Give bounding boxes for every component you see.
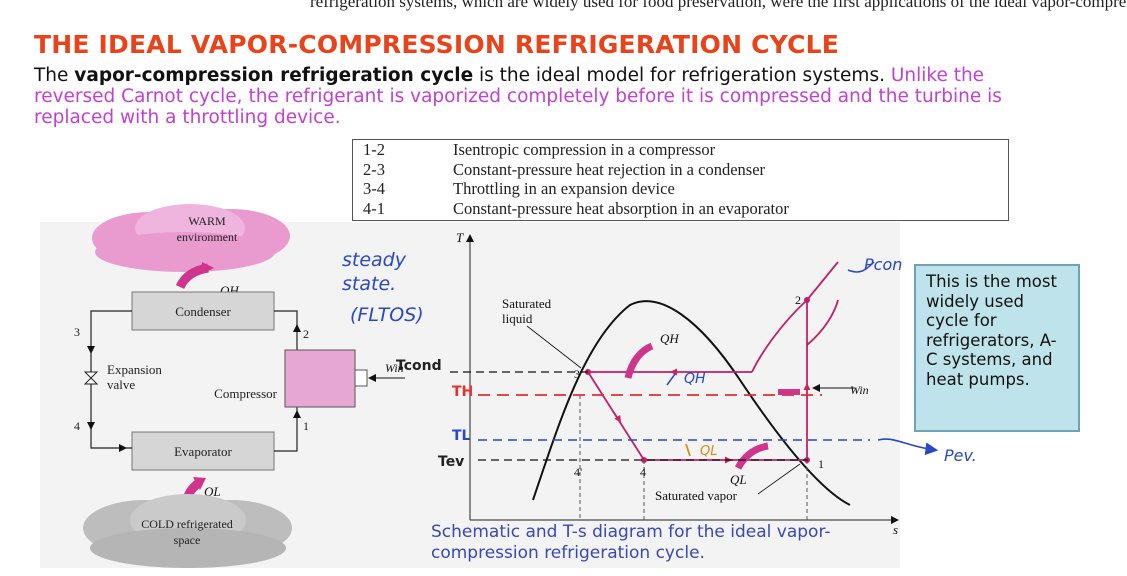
ql-arrowhead	[193, 477, 206, 490]
evaporator-label: Evaporator	[174, 444, 232, 459]
ts-ql-label: QL	[730, 472, 747, 487]
intro-paragraph: The vapor-compression refrigeration cycl…	[34, 65, 1034, 128]
condenser-label: Condenser	[175, 304, 231, 319]
hw-qh-tick	[666, 373, 676, 386]
warm-cloud	[92, 204, 290, 272]
ts-qh-arrow	[624, 342, 654, 379]
hw-steady-1: steady	[342, 249, 407, 271]
hw-ql-tick	[685, 443, 691, 457]
warm-label-2: environment	[177, 230, 238, 244]
process-id: 4-1	[363, 198, 385, 218]
process-desc: Constant-pressure heat rejection in a co…	[453, 159, 766, 179]
hw-pev: Pev.	[944, 446, 977, 465]
ts-point-2: 2	[795, 293, 801, 307]
hw-steady-2: state.	[342, 273, 396, 295]
process-desc: Throttling in an expansion device	[453, 179, 675, 198]
compressor-box	[284, 349, 356, 408]
compressor-shaft	[354, 369, 368, 387]
process-row: 4-1 Constant-pressure heat absorption in …	[353, 199, 1008, 219]
hw-pev-arrow	[877, 438, 939, 456]
s-axis-label: s	[893, 522, 898, 537]
hw-th: TH	[452, 384, 473, 400]
ts-win-label: Win	[850, 383, 869, 397]
cold-cloud	[83, 494, 292, 568]
top-caption: refrigeration systems, which are widely …	[310, 0, 1127, 11]
figure-caption: Schematic and T-s diagram for the ideal …	[431, 522, 831, 563]
process-row: 3-4 Throttling in an expansion device	[353, 179, 1008, 199]
slide-title: THE IDEAL VAPOR-COMPRESSION REFRIGERATIO…	[34, 30, 840, 59]
sat-liquid-label-2: liquid	[502, 311, 533, 326]
ts-point-1: 1	[818, 457, 824, 471]
hw-pcon-tilde	[847, 261, 875, 273]
sat-vapor-label: Saturated vapor	[655, 488, 738, 503]
qh-arrowhead	[202, 262, 214, 274]
expansion-label-1: Expansion	[107, 362, 162, 377]
compressor-label: Compressor	[214, 386, 278, 401]
ts-point-3: 3	[574, 367, 580, 381]
expansion-valve-icon	[83, 371, 99, 385]
sat-liquid-label-1: Saturated	[502, 296, 552, 311]
cycle-path	[587, 261, 839, 461]
info-callout: This is the most widely used cycle for r…	[914, 264, 1080, 432]
hw-ql: QL	[700, 444, 717, 459]
process-desc: Constant-pressure heat absorption in an …	[453, 198, 789, 218]
process-row: 2-3 Constant-pressure heat rejection in a…	[353, 160, 1008, 180]
process-id: 1-2	[363, 140, 385, 159]
hw-tcond: Tcond	[396, 358, 442, 374]
hw-tev: Tev	[438, 454, 464, 470]
t-axis-label: T	[456, 230, 464, 245]
hw-pcon: Pcon	[864, 255, 902, 274]
arrow-3-4	[613, 411, 622, 423]
process-row: 1-2 Isentropic compression in a compresso…	[353, 140, 1008, 160]
node-1: 1	[303, 419, 309, 433]
schematic-win: Win	[385, 361, 404, 375]
process-desc: Isentropic compression in a compressor	[453, 140, 716, 159]
ts-qh-label: QH	[660, 331, 679, 346]
intro-lead: The	[34, 65, 75, 86]
schematic-ql: QL	[204, 484, 221, 499]
process-id: 2-3	[363, 159, 385, 179]
intro-rest: is the ideal model for refrigeration sys…	[473, 65, 891, 86]
process-id: 3-4	[363, 179, 385, 198]
node-4: 4	[74, 419, 80, 433]
node-3: 3	[74, 325, 80, 339]
node-2: 2	[303, 327, 309, 341]
saturation-dome	[532, 300, 851, 506]
ts-point-4: 4	[640, 465, 646, 479]
sat-vapor-leader	[757, 463, 801, 495]
state-2-dot	[804, 297, 810, 303]
handwriting-steady: steady state. (FLTOS)	[342, 249, 424, 326]
intro-pink: Unlike the reversed Carnot cycle, the re…	[34, 65, 1002, 128]
warm-label-1: WARM	[188, 214, 226, 228]
expansion-label-2: valve	[107, 377, 135, 392]
sat-liquid-leader	[526, 325, 582, 369]
cold-label-1: COLD refrigerated	[141, 517, 233, 531]
top-caption-strip: refrigeration systems, which are widely …	[0, 0, 1127, 22]
evaporator-box	[131, 431, 275, 471]
process-table: 1-2 Isentropic compression in a compresso…	[352, 139, 1009, 221]
hw-fltos: (FLTOS)	[350, 304, 424, 326]
intro-bold: vapor-compression refrigeration cycle	[74, 65, 474, 86]
state-4-dot	[641, 457, 647, 463]
hw-qh: QH	[684, 371, 706, 387]
ts-point-4prime: 4'	[574, 465, 582, 479]
ts-ql-arrow	[734, 442, 769, 470]
hw-tl: TL	[452, 428, 471, 444]
cold-label-2: space	[174, 533, 201, 547]
condenser-box	[131, 291, 275, 331]
